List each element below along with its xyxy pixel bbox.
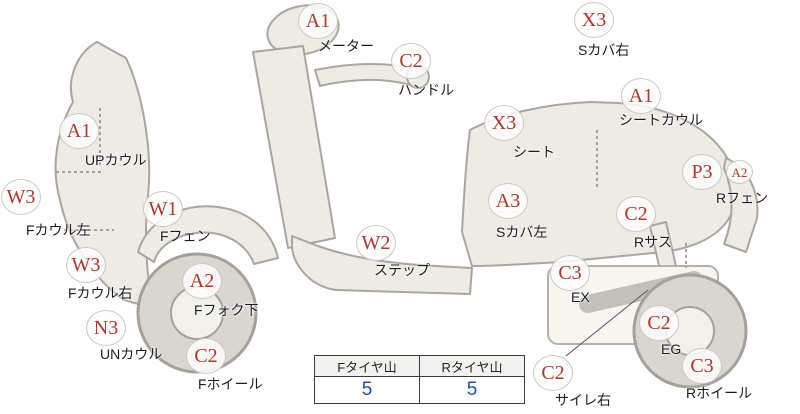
grade-badge-side-cover-right: X3: [574, 2, 614, 38]
grade-badge-step: W2: [356, 225, 396, 261]
part-label-upper-cowl: UPカウル: [85, 152, 147, 168]
steering-column-shape: [252, 45, 336, 249]
part-label-front-cowl-right: Fカウル右: [68, 285, 133, 301]
part-label-front-wheel: Fホイール: [198, 376, 263, 392]
grade-badge-exhaust: C3: [550, 255, 590, 291]
grade-badge-front-wheel: C2: [186, 338, 226, 374]
part-label-meter: メーター: [318, 38, 374, 54]
grade-badge-seat: X3: [484, 105, 524, 141]
part-label-engine: EG: [661, 341, 682, 357]
part-label-seat-cowl: シートカウル: [619, 112, 703, 128]
part-label-under-cowl: UNカウル: [100, 346, 163, 362]
part-label-front-cowl-left: Fカウル左: [26, 222, 91, 238]
grade-badge-meter: A1: [298, 3, 338, 39]
grade-badge-front-fork-lower: A2: [182, 263, 222, 299]
part-label-silencer-right: サイレ右: [555, 392, 611, 408]
tire-tread-table: Fタイヤ山 Rタイヤ山 5 5: [314, 355, 525, 404]
part-label-seat: シート: [513, 144, 555, 160]
grade-badge-front-cowl-right: W3: [66, 247, 106, 283]
pointer-line-silencer: [565, 289, 649, 357]
grade-badge-front-cowl-left: W3: [1, 179, 41, 215]
grade-badge-silencer-right: C2: [533, 355, 573, 391]
part-label-handlebar: ハンドル: [398, 82, 454, 98]
rear-tire-value: 5: [419, 376, 525, 404]
grade-badge-under-cowl: N3: [86, 310, 126, 346]
grade-badge-engine: C2: [639, 305, 679, 341]
front-tire-header: Fタイヤ山: [314, 355, 420, 377]
grade-badge-upper-cowl: A1: [59, 113, 99, 149]
grade-badge-side-cover-left: A3: [488, 183, 528, 219]
grade-badge-rear-suspension: C2: [616, 196, 656, 232]
part-label-rear-fender: Rフェン: [716, 190, 769, 206]
part-label-side-cover-right: Sカバ右: [578, 42, 630, 58]
part-label-rear-wheel: Rホイール: [686, 385, 753, 401]
part-label-step: ステップ: [374, 262, 430, 278]
rear-tire-header: Rタイヤ山: [419, 355, 525, 377]
grade-badge-rear-wheel: C3: [682, 348, 722, 384]
part-label-front-fork-lower: Fフォク下: [194, 302, 259, 318]
part-label-front-fender: Fフェン: [160, 228, 211, 244]
grade-badge-handlebar: C2: [391, 43, 431, 79]
part-label-rear-suspension: Rサス: [634, 234, 672, 250]
grade-badge-rear-fender-sub: A2: [726, 160, 753, 184]
floor-step-shape: [291, 235, 473, 295]
grade-badge-front-fender: W1: [143, 191, 183, 227]
grade-badge-seat-cowl: A1: [621, 78, 661, 114]
front-tire-value: 5: [314, 376, 420, 404]
grade-badge-rear-fender: P3: [682, 154, 722, 190]
part-label-exhaust: EX: [571, 289, 590, 305]
part-label-side-cover-left: Sカバ左: [496, 224, 548, 240]
